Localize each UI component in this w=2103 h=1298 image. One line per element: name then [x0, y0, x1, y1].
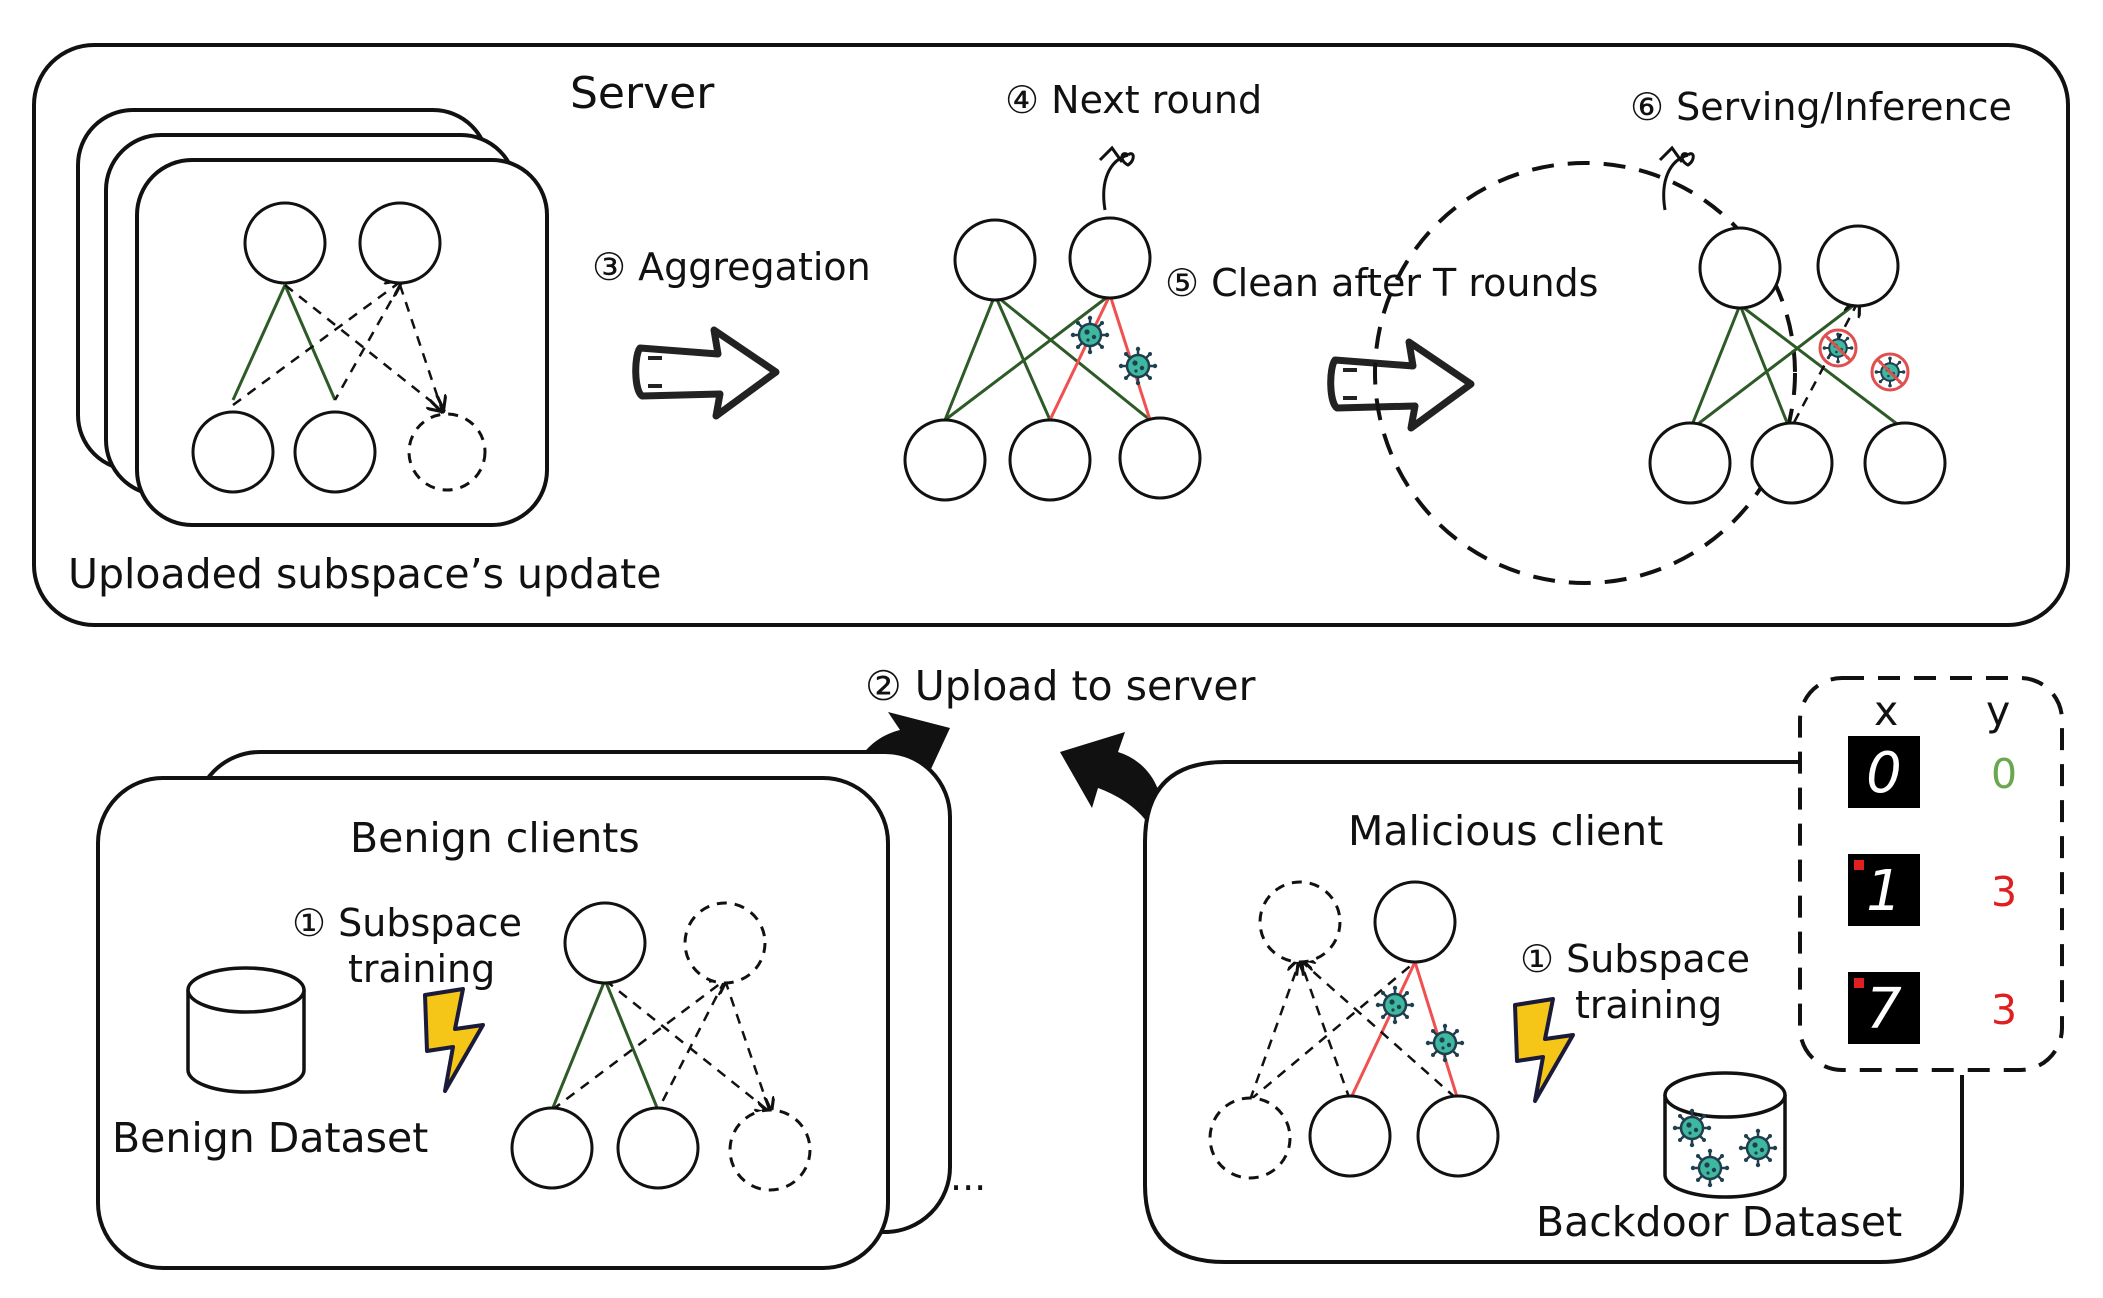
backdoor-table-box	[1798, 676, 2064, 1072]
backdoor-dataset-label: Backdoor Dataset	[1536, 1198, 1902, 1246]
trigger-patch	[1854, 978, 1864, 988]
benign-training-label-2: training	[348, 947, 495, 991]
malicious-training-label-2: training	[1575, 983, 1722, 1027]
server-panel: Server Uploaded subspace’s update ③	[32, 43, 2070, 627]
server-title: Server	[570, 68, 715, 119]
digit-glyph: 0	[1866, 741, 1902, 806]
serving-model	[1373, 161, 1947, 585]
table-y-header: y	[1986, 687, 2010, 735]
database-icon	[186, 966, 306, 1094]
table-x-header: x	[1874, 687, 1898, 735]
benign-network	[510, 901, 812, 1192]
malicious-training-label: ① Subspace	[1520, 937, 1750, 981]
backdoor-database-icon	[1663, 1071, 1787, 1199]
curved-arrow-icon	[1662, 152, 1695, 211]
digit-image	[1848, 736, 1920, 808]
malicious-panel: Malicious client ① Subspace training Bac…	[1143, 760, 1964, 1264]
trigger-patch	[1854, 860, 1864, 870]
curved-arrow-icon	[1102, 152, 1135, 211]
digit-glyph: 1	[1866, 859, 1902, 924]
no-virus-icon	[1872, 354, 1908, 390]
benign-dataset-label: Benign Dataset	[112, 1114, 428, 1162]
more-clients-ellipsis: ...	[950, 1155, 986, 1199]
update-network	[191, 201, 487, 494]
aggregated-network	[903, 216, 1202, 502]
next-round-label: ④ Next round	[1005, 78, 1262, 122]
row-label: 3	[1991, 868, 2017, 916]
no-virus-icon	[1820, 330, 1856, 366]
uploaded-label: Uploaded subspace’s update	[68, 550, 661, 598]
row-label: 0	[1991, 750, 2017, 798]
benign-training-label: ① Subspace	[292, 901, 522, 945]
serving-label: ⑥ Serving/Inference	[1630, 85, 2012, 129]
benign-title: Benign clients	[350, 814, 640, 862]
upload-arrow-right	[1060, 732, 1163, 842]
aggregation-label: ③ Aggregation	[592, 245, 871, 289]
clean-label: ⑤ Clean after T rounds	[1165, 261, 1598, 305]
uploaded-update-stack	[76, 108, 549, 527]
upload-label: ② Upload to server	[865, 662, 1256, 710]
digit-glyph: 7	[1866, 977, 1902, 1042]
malicious-title: Malicious client	[1348, 807, 1663, 855]
row-label: 3	[1991, 986, 2017, 1034]
benign-panel: Benign clients ① Subspace training Benig…	[96, 750, 986, 1270]
malicious-network	[1208, 880, 1500, 1180]
